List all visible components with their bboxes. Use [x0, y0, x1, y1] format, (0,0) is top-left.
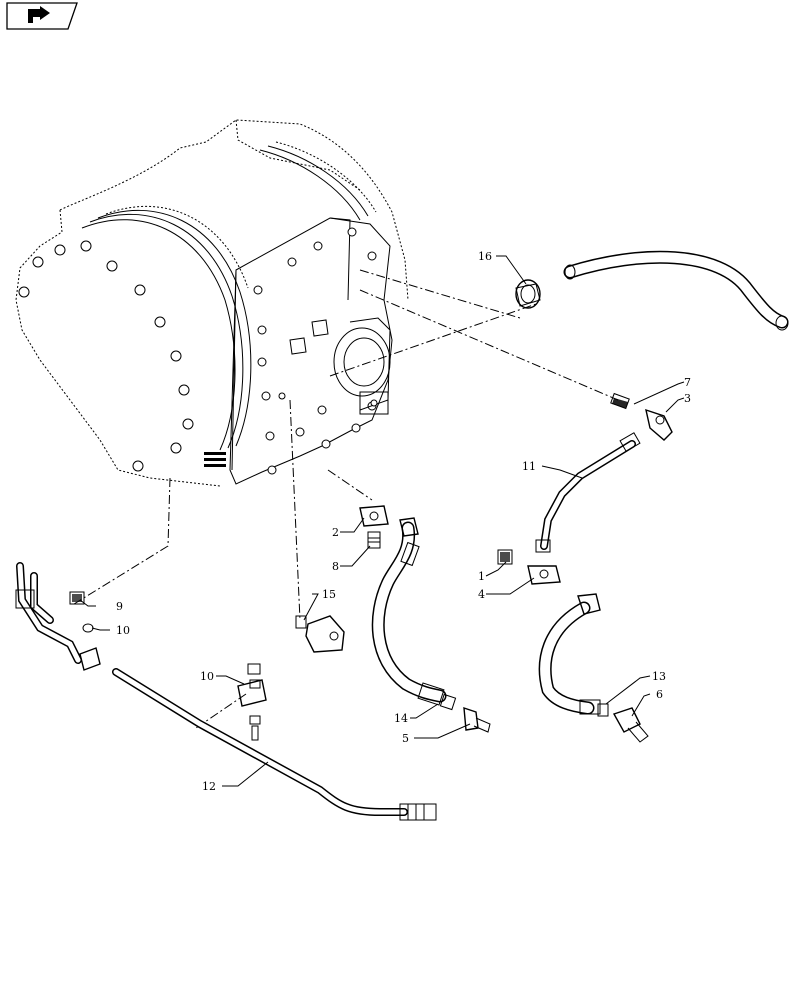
left-tube [15, 562, 82, 664]
suction-hose [563, 250, 789, 331]
assembly-center-lines [73, 269, 619, 729]
callout-4: 4 [478, 588, 485, 601]
part-8-nipple [367, 531, 381, 549]
part-14-fitting [597, 703, 609, 717]
part-16-block [295, 615, 345, 653]
part-9-fitting [69, 591, 85, 605]
housing-ribs [204, 452, 226, 467]
callout-6: 6 [656, 688, 663, 701]
callout-5: 5 [402, 732, 409, 745]
callout-12: 11 [522, 460, 536, 473]
callout-10-lower: 10 [200, 670, 214, 683]
part-10-clamp-lower [237, 663, 267, 741]
part-13-tube [112, 668, 437, 821]
part-5-fitting [463, 706, 491, 733]
callout-13: 12 [202, 780, 216, 793]
callout-leaders [79, 255, 685, 787]
part-3-elbow [645, 408, 673, 441]
callout-9: 9 [116, 600, 123, 613]
callout-10-upper: 10 [116, 624, 130, 637]
callout-14: 13 [652, 670, 666, 683]
callout-8: 8 [332, 560, 339, 573]
part-10-clamp-upper [79, 623, 101, 671]
part-6-elbow [612, 707, 649, 743]
right-hose [538, 593, 601, 715]
navigation-arrow-icon [6, 2, 78, 30]
center-hose [371, 517, 447, 706]
callout-2: 2 [332, 526, 339, 539]
part-4-tee [527, 565, 561, 585]
callout-16: 15 [322, 588, 336, 601]
callout-15: 14 [394, 712, 408, 725]
callout-labels: 16 7 3 11 1 4 2 8 15 9 10 10 12 14 5 13 … [116, 250, 691, 793]
navigation-tab[interactable] [6, 2, 78, 30]
callout-11: 16 [478, 250, 492, 263]
part-2-tee [359, 505, 389, 527]
callout-3: 3 [684, 392, 691, 405]
callout-7: 7 [684, 376, 691, 389]
part-11-adapter [515, 279, 541, 309]
part-7-fitting [610, 392, 630, 410]
transmission-housing [15, 119, 409, 487]
part-1-fitting [497, 549, 513, 565]
callout-1: 1 [478, 570, 485, 583]
part-12-tube [535, 432, 641, 553]
part-15-fitting [439, 693, 457, 711]
